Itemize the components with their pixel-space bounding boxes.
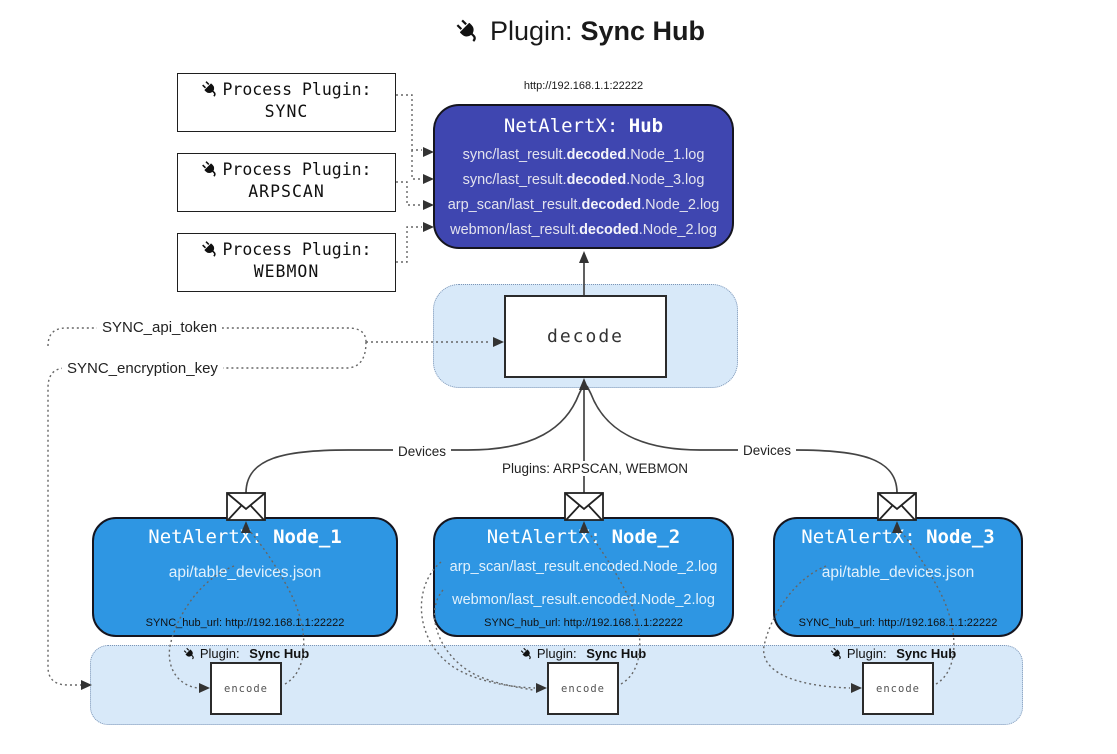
page-title-prefix: Plugin: [489,16,573,46]
edge-node1-to-decode-curve [245,385,584,494]
envelope-icon [877,492,917,521]
arrow-into-hub-bottom [579,251,589,263]
page-title: Plugin: Sync Hub [330,16,830,47]
process-plugin-name: SYNC [264,102,309,121]
hub-log-line: webmon/last_result.decoded.Node_2.log [450,222,717,238]
encode-box: encode [210,662,282,715]
envelope-icon [226,492,266,521]
edge-label-devices-left: Devices [393,444,452,459]
node-title: NetAlertX:Node_3 [801,526,995,548]
plug-icon [198,236,225,263]
node-file: webmon/last_result.encoded.Node_2.log [452,592,715,608]
edge-webmon-to-hub [396,226,422,263]
process-plugin-box-webmon: Process Plugin: WEBMON [177,233,396,292]
node-box-node2: NetAlertX:Node_2 arp_scan/last_result.en… [433,517,734,637]
node-title: NetAlertX:Node_2 [486,526,681,548]
process-plugin-label: Process Plugin: [222,240,372,259]
process-plugin-name: ARPSCAN [248,182,325,201]
band-plugin-label: Plugin: Sync Hub [503,646,663,661]
node-box-node1: NetAlertX:Node_1 api/table_devices.json … [92,517,398,637]
node-box-node3: NetAlertX:Node_3 api/table_devices.json … [773,517,1023,637]
process-plugin-label: Process Plugin: [222,80,372,99]
edge-arpscan-to-hub [396,181,422,206]
plug-icon [449,12,487,50]
hub-box: NetAlertX: Hub sync/last_result.decoded.N… [433,104,734,249]
edge-label-devices-right: Devices [738,443,797,458]
plug-icon [827,644,847,664]
page-title-name: Sync Hub [580,16,706,46]
edge-sync-to-hub-2 [411,150,422,180]
node-title: NetAlertX:Node_1 [148,526,342,548]
edge-node3-to-decode-curve [586,385,898,494]
encode-box: encode [862,662,934,715]
band-plugin-label: Plugin: Sync Hub [813,646,973,661]
plug-icon [180,644,200,664]
plug-icon [517,644,537,664]
hub-title-name: Hub [628,115,664,137]
hub-title: NetAlertX: Hub [435,115,732,137]
process-plugin-box-sync: Process Plugin: SYNC [177,73,396,132]
envelope-icon [564,492,604,521]
node-file: api/table_devices.json [821,564,975,581]
plug-icon [198,156,225,183]
node-hub-url: SYNC_hub_url: http://192.168.1.1:22222 [798,617,998,629]
process-plugin-box-arpscan: Process Plugin: ARPSCAN [177,153,396,212]
sync-api-token-label: SYNC_api_token [97,319,223,336]
node-file: arp_scan/last_result.encoded.Node_2.log [449,559,718,575]
process-plugin-label: Process Plugin: [222,160,372,179]
envelope-icons [226,492,917,521]
process-plugin-name: WEBMON [253,262,320,281]
node-hub-url: SYNC_hub_url: http://192.168.1.1:22222 [484,617,683,629]
encode-box: encode [547,662,619,715]
edge-label-plugins-center: Plugins: ARPSCAN, WEBMON [497,461,694,476]
edge-sync-to-hub-1 [396,94,422,151]
hub-log-line: arp_scan/last_result.decoded.Node_2.log [447,197,720,213]
node-hub-url: SYNC_hub_url: http://192.168.1.1:22222 [145,617,345,629]
hub-url-label: http://192.168.1.1:22222 [523,80,644,92]
node-file: api/table_devices.json [168,564,322,581]
hub-log-line: sync/last_result.decoded.Node_1.log [462,147,705,163]
hub-title-prefix: NetAlertX: [503,115,619,137]
decode-box: decode [504,295,667,378]
plug-icon [198,76,225,103]
hub-log-line: sync/last_result.decoded.Node_3.log [462,172,705,188]
band-plugin-label: Plugin: Sync Hub [166,646,326,661]
sync-encryption-key-label: SYNC_encryption_key [62,360,223,377]
